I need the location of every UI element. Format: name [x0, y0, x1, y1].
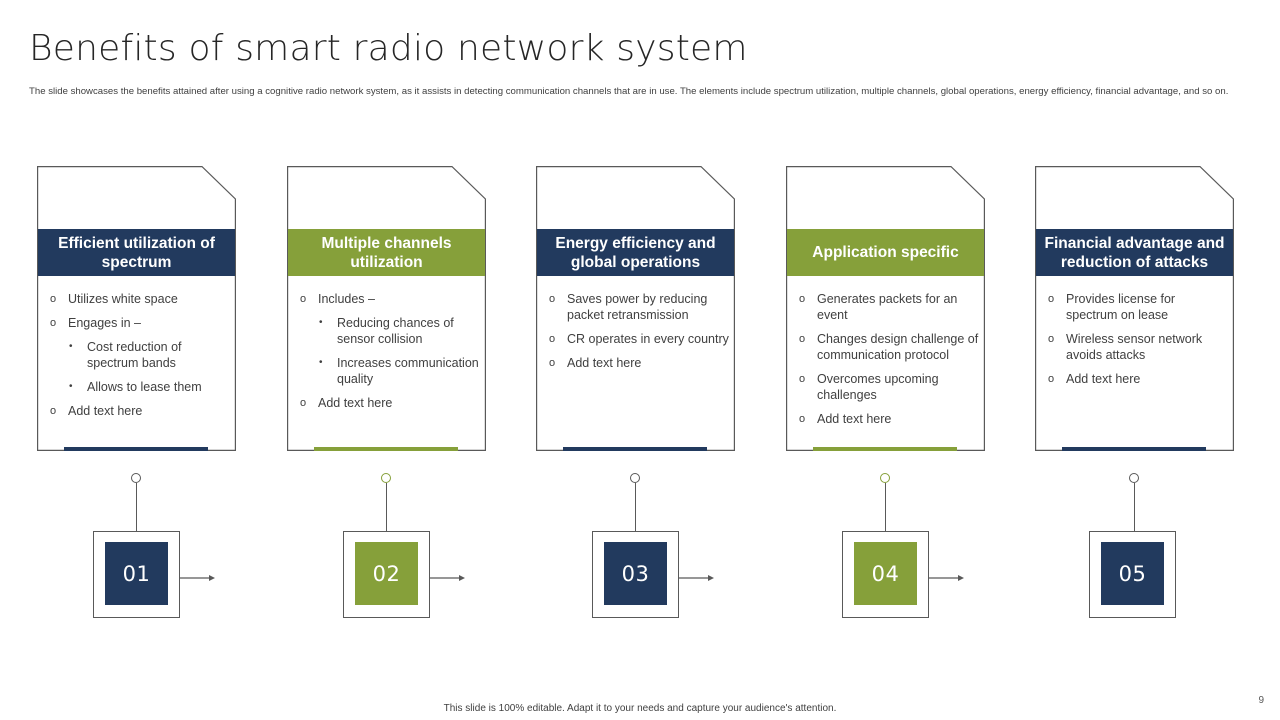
step-number: 05 [1101, 542, 1164, 605]
card-bullet-list: Provides license for spectrum on leaseWi… [1047, 291, 1229, 395]
step-number-box: 05 [1089, 531, 1176, 618]
bullet-item: Generates packets for an event [798, 291, 980, 323]
bullet-item: Engages in – [49, 315, 231, 331]
bullet-item: Add text here [1047, 371, 1229, 387]
page-number: 9 [1258, 695, 1264, 706]
bullet-item: Wireless sensor network avoids attacks [1047, 331, 1229, 363]
card-bullet-list: Generates packets for an eventChanges de… [798, 291, 980, 435]
slide-footer: This slide is 100% editable. Adapt it to… [443, 703, 837, 714]
bullet-item: CR operates in every country [548, 331, 730, 347]
connector-dot-icon [381, 473, 391, 483]
sub-bullet-item: Cost reduction of spectrum bands [49, 339, 231, 371]
card-heading-text: Financial advantage and reduction of att… [1044, 234, 1225, 271]
step-number: 01 [105, 542, 168, 605]
connector-dot-icon [880, 473, 890, 483]
slide-subtitle: The slide showcases the benefits attaine… [29, 86, 1229, 97]
step-number-box: 02 [343, 531, 430, 618]
card-bullet-list: Saves power by reducing packet retransmi… [548, 291, 730, 379]
connector-dot-icon [630, 473, 640, 483]
bullet-item: Add text here [49, 403, 231, 419]
bullet-item: Changes design challenge of communicatio… [798, 331, 980, 363]
benefit-card: Application specificGenerates packets fo… [786, 166, 985, 451]
step-number-box: 04 [842, 531, 929, 618]
card-heading: Energy efficiency and global operations [537, 229, 734, 276]
connector-line [136, 483, 137, 531]
step-number: 03 [604, 542, 667, 605]
arrow-right-icon [430, 569, 466, 581]
card-accent-bar [563, 447, 707, 451]
connector-dot-icon [1129, 473, 1139, 483]
bullet-item: Add text here [798, 411, 980, 427]
benefit-card: Efficient utilization of spectrumUtilize… [37, 166, 236, 451]
arrow-right-icon [679, 569, 715, 581]
step-number-box: 03 [592, 531, 679, 618]
arrow-right-icon [180, 569, 216, 581]
step-number: 02 [355, 542, 418, 605]
benefit-card: Energy efficiency and global operationsS… [536, 166, 735, 451]
card-accent-bar [64, 447, 208, 451]
bullet-item: Add text here [299, 395, 481, 411]
card-heading-text: Multiple channels utilization [321, 234, 452, 271]
bullet-item: Includes – [299, 291, 481, 307]
bullet-item: Overcomes upcoming challenges [798, 371, 980, 403]
benefit-card: Multiple channels utilizationIncludes – R… [287, 166, 486, 451]
bullet-item: Saves power by reducing packet retransmi… [548, 291, 730, 323]
arrow-right-icon [929, 569, 965, 581]
connector-line [386, 483, 387, 531]
card-bullet-list: Includes – Reducing chances of sensor col… [299, 291, 481, 419]
card-accent-bar [1062, 447, 1206, 451]
card-heading: Application specific [787, 229, 984, 276]
connector-dot-icon [131, 473, 141, 483]
bullet-item: Add text here [548, 355, 730, 371]
card-heading-text: Energy efficiency and global operations [555, 234, 716, 271]
benefit-card: Financial advantage and reduction of att… [1035, 166, 1234, 451]
step-number-box: 01 [93, 531, 180, 618]
step-number: 04 [854, 542, 917, 605]
card-bullet-list: Utilizes white spaceEngages in – Cost red… [49, 291, 231, 427]
slide-title: Benefits of smart radio network system [29, 28, 748, 69]
bullet-item: Provides license for spectrum on lease [1047, 291, 1229, 323]
card-heading-text: Efficient utilization of spectrum [58, 234, 215, 271]
card-accent-bar [813, 447, 957, 451]
card-heading: Financial advantage and reduction of att… [1036, 229, 1233, 276]
connector-line [635, 483, 636, 531]
connector-line [885, 483, 886, 531]
sub-bullet-item: Reducing chances of sensor collision [299, 315, 481, 347]
connector-line [1134, 483, 1135, 531]
card-heading-text: Application specific [812, 244, 959, 261]
sub-bullet-item: Increases communication quality [299, 355, 481, 387]
card-heading: Multiple channels utilization [288, 229, 485, 276]
card-heading: Efficient utilization of spectrum [38, 229, 235, 276]
card-accent-bar [314, 447, 458, 451]
bullet-item: Utilizes white space [49, 291, 231, 307]
sub-bullet-item: Allows to lease them [49, 379, 231, 395]
